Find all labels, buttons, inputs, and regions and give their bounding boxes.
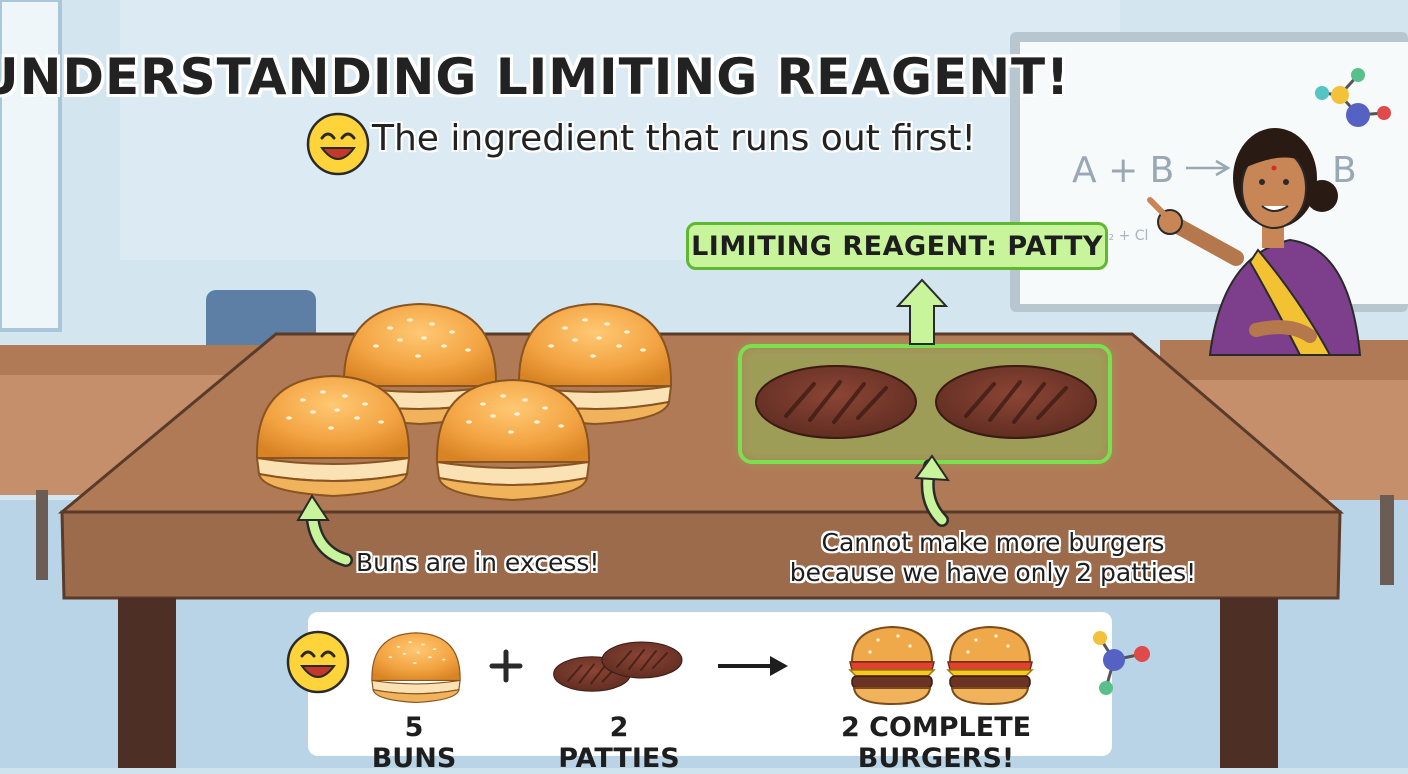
- smiley-icon: [286, 630, 350, 694]
- patty-note-line-1: Cannot make more burgers: [821, 528, 1165, 557]
- bun-icon: [255, 375, 411, 497]
- burger-icon: [947, 626, 1033, 705]
- patty-limit-note: Cannot make more burgers because we have…: [748, 528, 1238, 588]
- page-subtitle: The ingredient that runs out first!: [372, 118, 976, 159]
- patty-icon: [934, 364, 1098, 440]
- arrow-icon: [296, 494, 353, 567]
- arrow-icon: [914, 454, 950, 527]
- burgers-result-label: 2 COMPLETE BURGERS!: [840, 712, 1032, 774]
- patty-icon: [601, 641, 683, 679]
- smiley-icon: [306, 112, 370, 176]
- teacher-figure: [1147, 128, 1362, 356]
- molecule-icon: [1093, 631, 1150, 695]
- patties-count-label: 2 PATTIES: [558, 712, 680, 774]
- arrow-right-icon: [718, 656, 788, 676]
- buns-count-label: 5 BUNS: [371, 712, 457, 774]
- buns-excess-note: Buns are in excess!: [356, 548, 600, 577]
- whiteboard: A + B B H₂ + Cl: [1010, 32, 1408, 312]
- whiteboard-formula: H₂ + Cl: [1098, 228, 1148, 244]
- whiteboard-equation-right: B: [1332, 150, 1357, 191]
- patty-note-line-2: because we have only 2 patties!: [789, 558, 1197, 587]
- arrow-up-icon: [895, 278, 949, 345]
- bun-icon: [371, 632, 461, 704]
- bun-icon: [435, 379, 591, 501]
- molecule-icon: [1315, 68, 1391, 127]
- limiting-reagent-label: LIMITING REAGENT: PATTY: [686, 222, 1108, 270]
- plus-icon: [489, 649, 523, 683]
- patty-icon: [754, 364, 918, 440]
- burger-icon: [849, 626, 935, 705]
- whiteboard-equation: A + B: [1072, 150, 1174, 191]
- page-title: UNDERSTANDING LIMITING REAGENT!: [0, 48, 1070, 106]
